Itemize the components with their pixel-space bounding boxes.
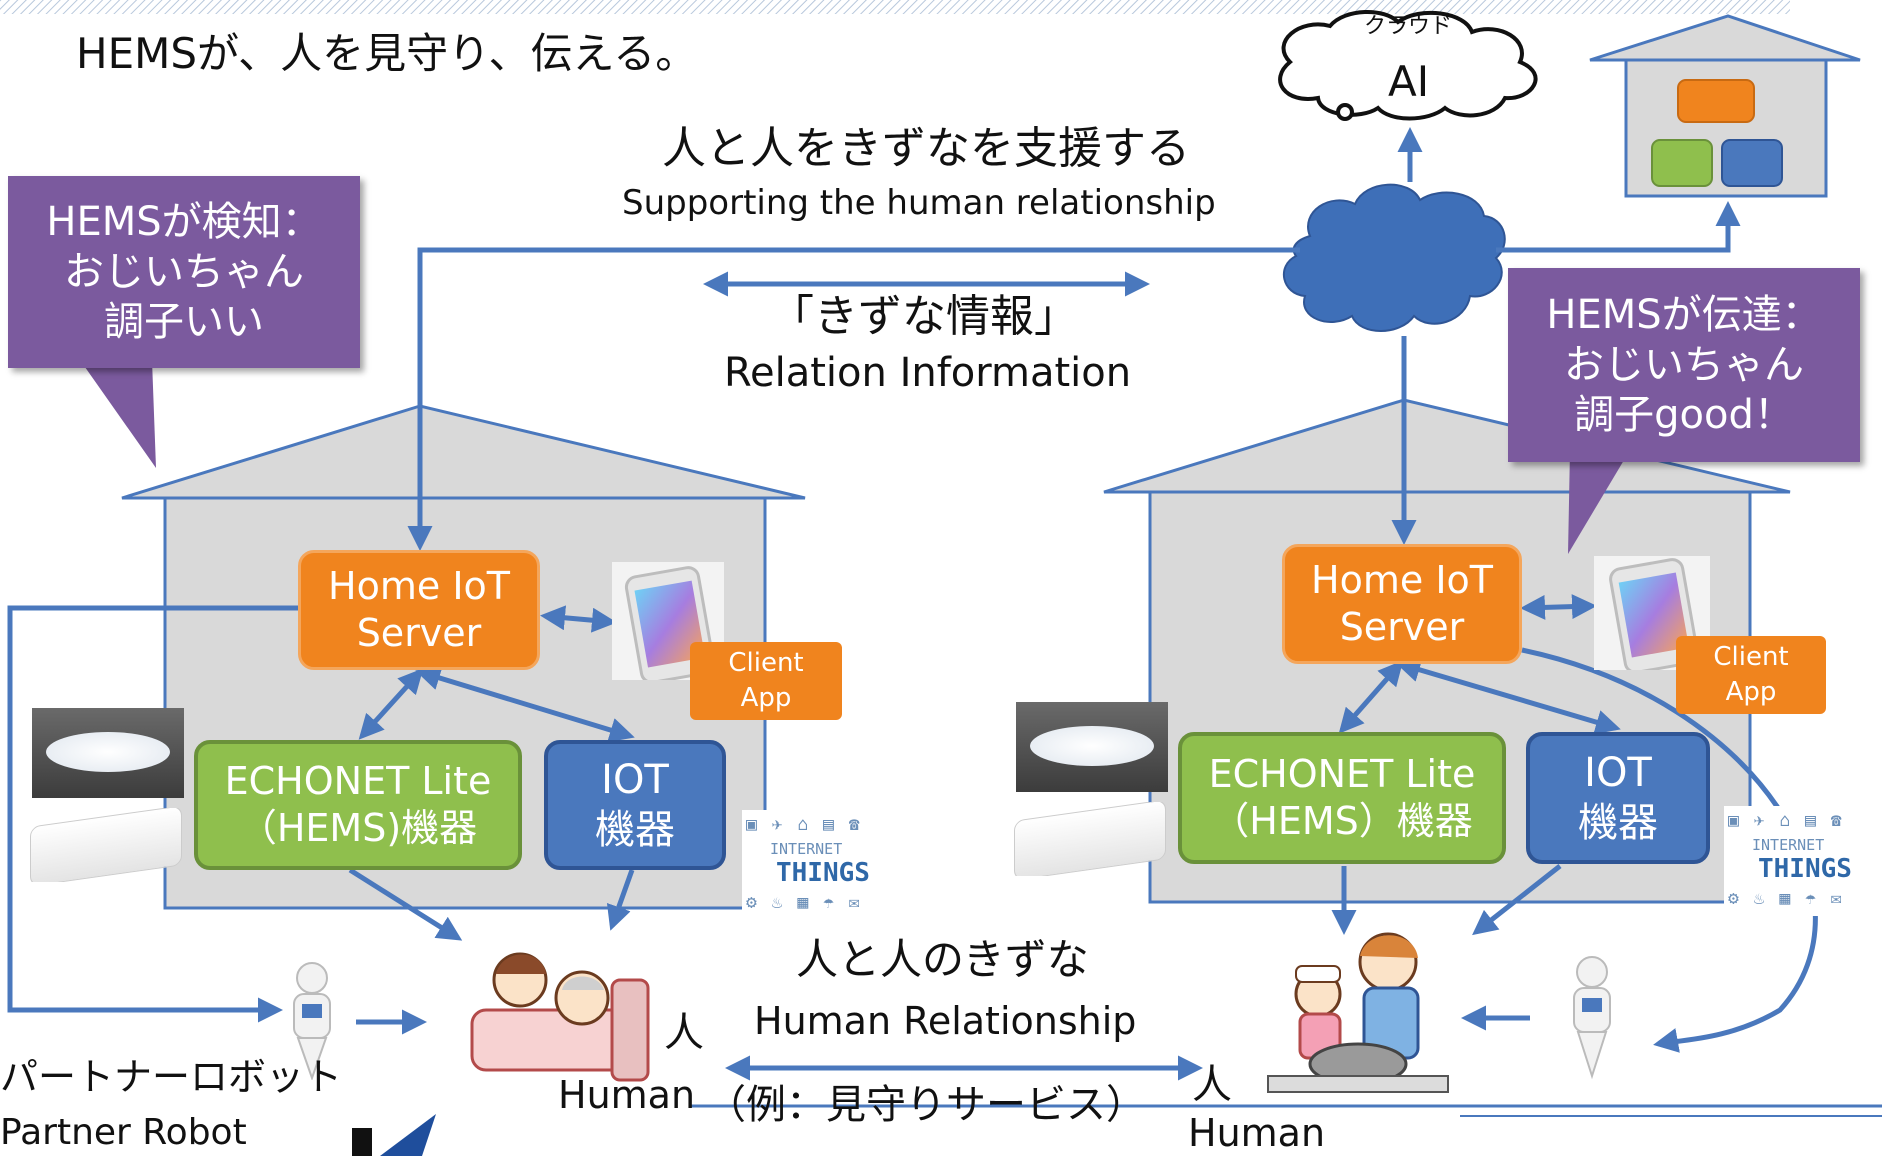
arrow-left-server-client: [540, 605, 617, 633]
right-iot-badge-line2: THINGS: [1758, 854, 1852, 884]
arrow-right-iot-human: [1472, 864, 1562, 936]
right-callout-tail: [1568, 450, 1630, 554]
left-callout-box: HEMSが検知： おじいちゃん 調子いい: [8, 176, 360, 368]
support-jp: 人と人をきずなを支援する: [662, 123, 1190, 174]
right-echonet-device: ECHONET Lite （HEMS）機器: [1178, 732, 1506, 864]
left-echonet-line2: （HEMS)機器: [238, 806, 478, 850]
left-iot-line1: IOT: [601, 757, 669, 803]
human-relationship-en: Human Relationship: [754, 999, 1137, 1043]
left-callout-line1: HEMSが検知：: [46, 199, 322, 245]
page-title: HEMSが、人を見守り、伝える。: [76, 29, 698, 78]
left-callout-line3: 調子いい: [104, 299, 264, 345]
left-home-iot-server: Home IoT Server: [298, 550, 540, 670]
right-callout-line1: HEMSが伝達：: [1546, 292, 1822, 338]
top-hatched-band: [0, 0, 1790, 14]
right-callout-line3: 調子good！: [1574, 392, 1794, 438]
relation-info-en: Relation Information: [724, 350, 1132, 396]
parent-child-cooking-illustration: [1248, 928, 1458, 1098]
right-ceiling-light-image: [1016, 702, 1168, 792]
left-internet-of-things-image: ▣ ✈ ⌂ ▤ ☎ INTERNET THINGS ⚙ ♨ ▦ ☂ ✉: [742, 810, 904, 922]
relation-info-jp: 「きずな情報」: [770, 291, 1078, 342]
left-callout-tail: [80, 360, 156, 468]
cloud-label: クラウド: [1364, 14, 1453, 39]
right-callout-box: HEMSが伝達： おじいちゃん 調子good！: [1508, 268, 1860, 462]
elderly-care-illustration: [462, 940, 662, 1090]
logo-mark: [352, 1128, 372, 1156]
left-partner-robot-image: [272, 960, 356, 1080]
arrow-right-server-echonet: [1338, 660, 1404, 734]
arrow-right-server-robot: [1521, 647, 1818, 1053]
arrow-right-server-client: [1520, 594, 1597, 620]
arrow-left-iot-human: [606, 869, 635, 931]
right-server-line1: Home IoT: [1311, 557, 1493, 602]
human-left-jp: 人: [664, 1010, 704, 1056]
right-iot-line1: IOT: [1584, 750, 1652, 796]
left-server-line1: Home IoT: [328, 563, 510, 608]
left-iot-device: IOT 機器: [544, 740, 726, 870]
right-client-line2: App: [1725, 677, 1777, 707]
left-server-line2: Server: [356, 611, 482, 655]
left-iot-badge-line2: THINGS: [776, 858, 870, 888]
partner-robot-jp: パートナーロボット: [0, 1055, 343, 1099]
right-client-app-tag: Client App: [1676, 636, 1826, 714]
left-callout-line2: おじいちゃん: [64, 249, 304, 295]
human-right-en: Human: [1188, 1111, 1326, 1155]
ai-cloud-bubble: [1336, 103, 1354, 121]
right-air-conditioner-image: [1014, 802, 1168, 876]
right-client-line1: Client: [1713, 641, 1789, 672]
left-echonet-line1: ECHONET Lite: [224, 758, 492, 803]
left-ceiling-light-image: [32, 708, 184, 798]
right-callout-line2: おじいちゃん: [1564, 342, 1804, 388]
remote-house: [1589, 14, 1861, 198]
right-server-line2: Server: [1339, 605, 1465, 649]
ai-label: AI: [1388, 57, 1430, 106]
right-iot-badge-line1: INTERNET: [1752, 836, 1825, 854]
arrow-left-server-iot: [415, 665, 635, 743]
example-label: （例：見守りサービス）: [706, 1082, 1146, 1128]
human-relationship-jp: 人と人のきずな: [796, 935, 1089, 984]
arrow-left-server-robot: [7, 605, 300, 1023]
right-internet-of-things-image: ▣ ✈ ⌂ ▤ ☎ INTERNET THINGS ⚙ ♨ ▦ ☂ ✉: [1724, 806, 1882, 916]
left-client-line1: Client: [728, 647, 804, 678]
arrow-right-server-iot: [1395, 657, 1621, 735]
right-partner-robot-image: [1552, 954, 1632, 1080]
human-right-jp: 人: [1192, 1062, 1232, 1108]
right-iot-line2: 機器: [1578, 800, 1658, 846]
right-echonet-line2: （HEMS）機器: [1211, 799, 1473, 843]
left-client-line2: App: [740, 683, 792, 713]
arrow-left-server-echonet: [358, 668, 424, 740]
left-echonet-device: ECHONET Lite （HEMS)機器: [194, 740, 522, 870]
left-iot-badge-line1: INTERNET: [770, 840, 843, 858]
left-air-conditioner-image: [30, 808, 184, 882]
human-left-en: Human: [558, 1073, 696, 1117]
logo-wing: [380, 1114, 436, 1156]
network-cloud: [1282, 183, 1506, 332]
arrow-left-echonet-human: [348, 867, 463, 941]
arrow-to-remote-house: [1496, 201, 1741, 253]
right-iot-device: IOT 機器: [1526, 732, 1710, 864]
left-client-app-tag: Client App: [690, 642, 842, 720]
right-echonet-line1: ECHONET Lite: [1208, 751, 1476, 796]
arrow-cloud-to-left-server: [407, 247, 1300, 551]
left-iot-line2: 機器: [595, 807, 675, 853]
support-en: Supporting the human relationship: [622, 183, 1216, 223]
partner-robot-en: Partner Robot: [0, 1112, 247, 1153]
right-home-iot-server: Home IoT Server: [1282, 544, 1522, 664]
